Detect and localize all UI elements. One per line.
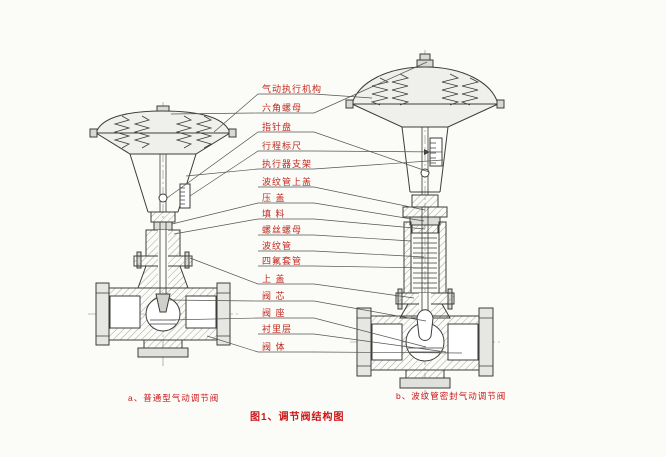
part-label-gland: 压 盖 <box>262 193 286 203</box>
part-label-bonnet: 上 盖 <box>262 274 286 284</box>
part-label-valve-plug: 阀 芯 <box>262 291 286 301</box>
leader-lines <box>166 61 463 354</box>
right-actuator <box>345 53 505 128</box>
part-label-travel-scale: 行程标尺 <box>262 141 303 151</box>
part-label-ptfe-sleeve: 四氟套管 <box>262 256 303 266</box>
part-label-bellows-top-cover: 波纹管上盖 <box>262 177 313 187</box>
part-label-lining-layer: 衬里层 <box>262 324 293 334</box>
part-label-valve-seat: 阀 座 <box>262 308 286 318</box>
left-valve-body <box>95 282 231 358</box>
left-actuator <box>89 105 237 155</box>
part-label-valve-body: 阀 体 <box>262 342 286 352</box>
caption-valve-b: b、波纹管密封气动调节阀 <box>396 391 507 401</box>
part-label-screw-nut: 螺丝螺母 <box>262 225 303 235</box>
part-label-bellows: 波纹管 <box>262 241 293 251</box>
part-label-hex-nut: 六角螺母 <box>262 103 303 113</box>
right-valve-drawing <box>345 50 505 400</box>
left-bonnet <box>133 211 193 294</box>
left-valve-drawing <box>88 102 238 368</box>
left-yoke <box>129 153 197 213</box>
figure-title: 图1、调节阀结构图 <box>250 412 345 423</box>
part-label-pointer-plate: 指针盘 <box>262 122 293 132</box>
caption-valve-a: a、普通型气动调节阀 <box>128 393 220 403</box>
part-label-packing: 填 料 <box>262 209 286 219</box>
part-label-actuator: 气动执行机构 <box>262 84 323 94</box>
part-label-actuator-bracket: 执行器支架 <box>262 159 313 169</box>
right-valve-body <box>356 307 494 389</box>
